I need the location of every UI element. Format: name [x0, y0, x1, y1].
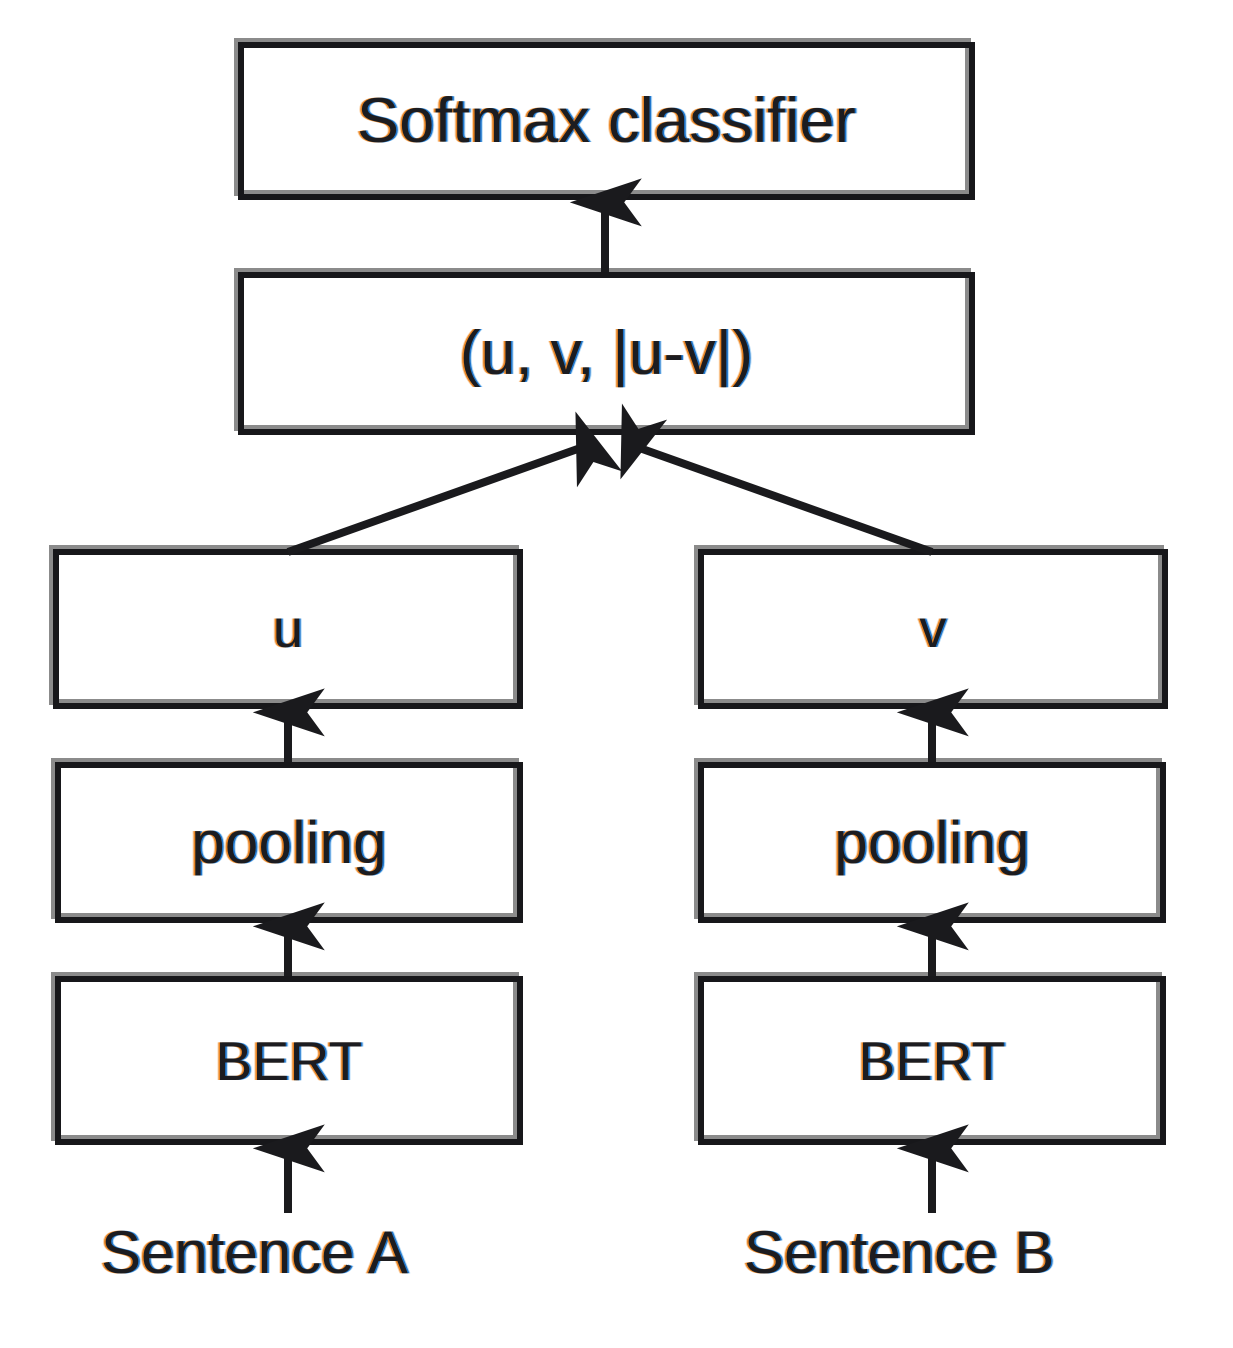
node-label-sentence-a: Sentence A [101, 1219, 408, 1286]
node-embedding-v: v [694, 545, 1168, 709]
node-pooling-a: pooling [51, 758, 523, 923]
node-pooling-b: pooling [694, 758, 1166, 923]
node-label-bert-a: BERT [215, 1029, 363, 1092]
node-label-pooling-a: pooling [191, 809, 387, 876]
arrow-u-to-concat [286, 411, 623, 556]
node-label-bert-b: BERT [858, 1029, 1006, 1092]
node-label-embedding-v: v [919, 599, 947, 659]
node-label-softmax-classifier: Softmax classifier [356, 86, 857, 156]
node-label-pooling-b: pooling [834, 809, 1030, 876]
node-label-sentence-b: Sentence B [744, 1219, 1055, 1286]
node-softmax-classifier: Softmax classifier [234, 38, 975, 200]
node-bert-b: BERT [694, 972, 1166, 1145]
arrow-v-to-concat [620, 403, 934, 556]
node-label-embedding-u: u [272, 599, 304, 659]
node-label-concatenation: (u, v, |u-v|) [459, 319, 754, 388]
node-embedding-u: u [49, 545, 523, 709]
node-concatenation: (u, v, |u-v|) [234, 268, 975, 435]
node-bert-a: BERT [51, 972, 523, 1145]
